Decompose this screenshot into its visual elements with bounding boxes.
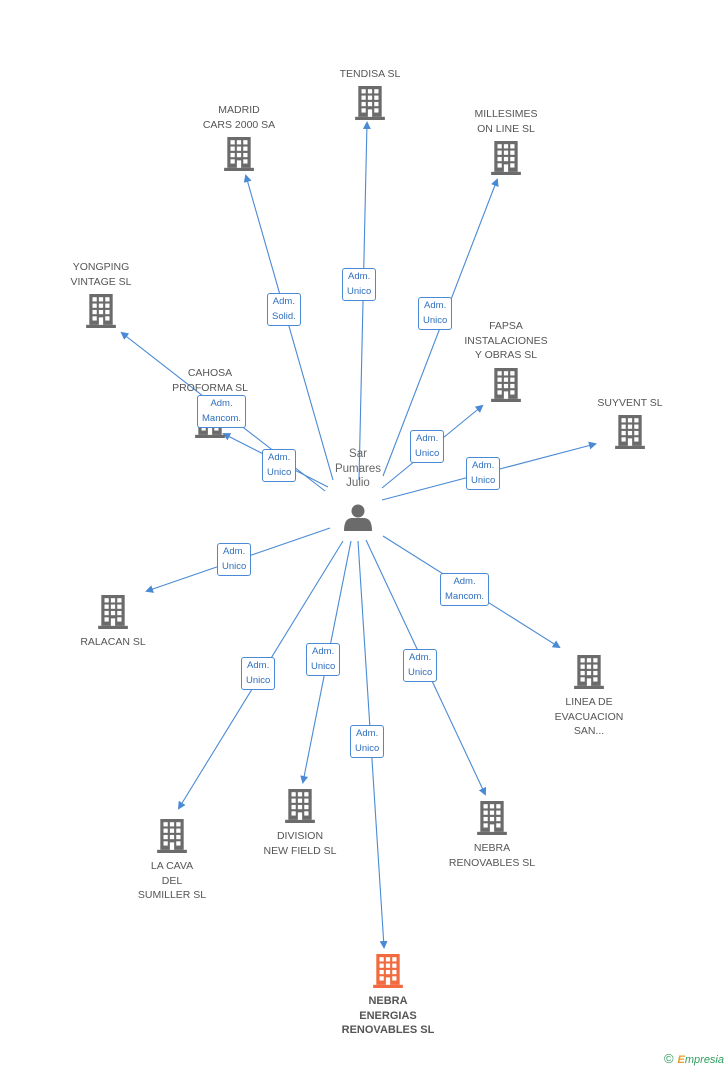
role-badge-cahosa[interactable]: Adm. Mancom. bbox=[197, 395, 247, 428]
role-badge-nebra_ren[interactable]: Adm. Unico bbox=[403, 649, 438, 682]
building-icon[interactable] bbox=[477, 801, 507, 835]
footer-brand[interactable]: ©Empresia bbox=[664, 1051, 724, 1066]
company-label-division[interactable]: DIVISION NEW FIELD SL bbox=[263, 830, 337, 857]
building-icon[interactable] bbox=[98, 595, 128, 629]
company-label-ralacan[interactable]: RALACAN SL bbox=[80, 636, 146, 648]
role-badge-millesimes[interactable]: Adm. Unico bbox=[418, 297, 453, 330]
company-label-lacava[interactable]: LA CAVA DEL SUMILLER SL bbox=[137, 860, 207, 901]
role-badge-lacava[interactable]: Adm. Unico bbox=[241, 657, 276, 690]
role-badge-division[interactable]: Adm. Unico bbox=[306, 643, 341, 676]
role-badge-suyvent[interactable]: Adm. Unico bbox=[466, 457, 501, 490]
role-badge-linea[interactable]: Adm. Mancom. bbox=[440, 573, 490, 606]
role-badge-fapsa[interactable]: Adm. Unico bbox=[410, 430, 445, 463]
building-icon[interactable] bbox=[224, 137, 254, 171]
person-icon[interactable] bbox=[344, 504, 372, 532]
edge-madrid bbox=[243, 174, 334, 481]
brand-name: mpresia bbox=[684, 1054, 724, 1066]
building-icon[interactable] bbox=[491, 368, 521, 402]
role-badge-yongping[interactable]: Adm. Unico bbox=[262, 449, 297, 482]
company-label-nebra_ren[interactable]: NEBRA RENOVABLES SL bbox=[448, 842, 536, 869]
company-label-millesimes[interactable]: MILLESIMES ON LINE SL bbox=[474, 108, 538, 135]
building-icon[interactable] bbox=[285, 789, 315, 823]
building-icon[interactable] bbox=[491, 141, 521, 175]
role-badge-tendisa[interactable]: Adm. Unico bbox=[342, 268, 377, 301]
role-badge-madrid[interactable]: Adm. Solid. bbox=[267, 293, 301, 326]
role-badge-nebra_en[interactable]: Adm. Unico bbox=[350, 725, 385, 758]
building-icon[interactable] bbox=[355, 86, 385, 120]
company-label-yongping[interactable]: YONGPING VINTAGE SL bbox=[70, 261, 132, 288]
brand-initial: E bbox=[677, 1054, 685, 1066]
company-label-suyvent[interactable]: SUYVENT SL bbox=[597, 397, 663, 409]
edge-tendisa bbox=[358, 121, 371, 481]
building-icon[interactable] bbox=[157, 819, 187, 853]
person-label[interactable]: Sar Pumares Julio bbox=[334, 448, 382, 489]
building-icon[interactable] bbox=[373, 954, 403, 988]
company-label-linea[interactable]: LINEA DE EVACUACION SAN... bbox=[554, 696, 624, 737]
company-label-madrid[interactable]: MADRID CARS 2000 SA bbox=[202, 104, 276, 131]
company-label-tendisa[interactable]: TENDISA SL bbox=[339, 68, 401, 80]
copyright-icon: © bbox=[663, 1051, 674, 1066]
building-icon[interactable] bbox=[86, 294, 116, 328]
role-badge-ralacan[interactable]: Adm. Unico bbox=[217, 543, 252, 576]
company-label-fapsa[interactable]: FAPSA INSTALACIONES Y OBRAS SL bbox=[464, 320, 548, 361]
building-icon[interactable] bbox=[615, 415, 645, 449]
building-icon[interactable] bbox=[574, 655, 604, 689]
company-label-nebra_en[interactable]: NEBRA ENERGIAS RENOVABLES SL bbox=[341, 995, 435, 1036]
company-label-cahosa[interactable]: CAHOSA PROFORMA SL bbox=[172, 367, 248, 394]
